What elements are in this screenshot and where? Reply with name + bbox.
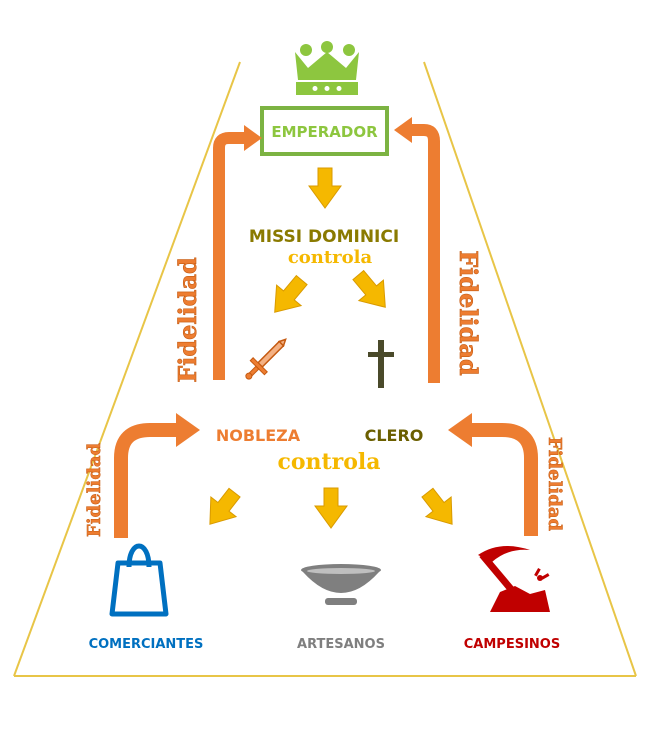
arrow-emperador-to-missi <box>308 167 342 209</box>
emperador-label: EMPERADOR <box>271 123 378 141</box>
sword-icon <box>245 338 287 380</box>
fidelidad-lower-left-label: Fidelidad <box>84 443 105 538</box>
arrow-to-artesanos <box>314 487 348 529</box>
fidelidad-arrow-upper-right <box>394 117 440 383</box>
arrow-to-comerciantes <box>209 487 241 525</box>
controla-top-label: controla <box>288 247 373 268</box>
nobleza-label: NOBLEZA <box>216 426 301 445</box>
fidelidad-upper-right-label: Fidelidad <box>454 250 483 376</box>
arrow-to-campesinos <box>421 487 453 525</box>
pyramid-frame-right <box>423 61 637 677</box>
fidelidad-upper-left-label: Fidelidad <box>173 257 202 383</box>
fidelidad-arrow-upper-left <box>213 125 262 380</box>
emperador-box <box>260 106 389 156</box>
bowl-icon <box>301 564 381 605</box>
crown-icon <box>295 41 359 95</box>
comerciantes-label: COMERCIANTES <box>89 637 204 652</box>
arrow-missi-to-nobleza <box>274 274 308 313</box>
shopping-bag-icon <box>109 543 169 617</box>
fidelidad-arrow-lower-right <box>448 413 538 536</box>
arrow-missi-to-clero <box>352 269 386 308</box>
pyramid-frame <box>13 61 241 677</box>
clero-label: CLERO <box>365 426 424 445</box>
fidelidad-arrow-lower-left <box>114 413 200 538</box>
fidelidad-lower-right-label: Fidelidad <box>544 437 565 532</box>
cross-icon <box>368 340 394 388</box>
controla-mid-label: controla <box>277 449 380 475</box>
pickaxe-icon <box>478 546 550 612</box>
missi-dominici-label: MISSI DOMINICI <box>249 227 399 247</box>
campesinos-label: CAMPESINOS <box>464 637 560 652</box>
artesanos-label: ARTESANOS <box>297 637 385 652</box>
